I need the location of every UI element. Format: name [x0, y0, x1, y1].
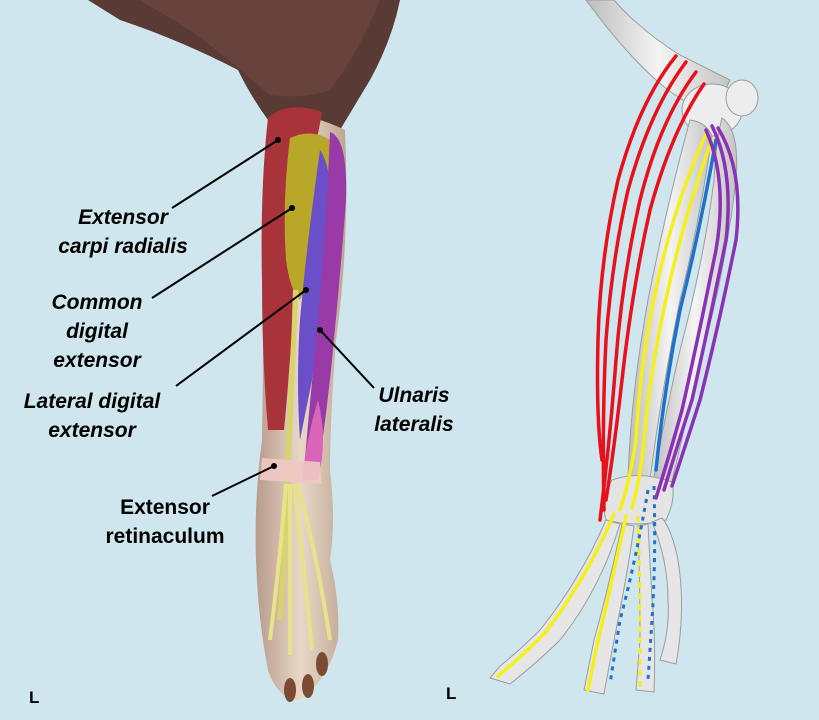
- extensor-retinaculum-band: [260, 458, 322, 484]
- paw-tendons: [268, 483, 332, 655]
- ecr-tracings: [595, 54, 706, 522]
- label-extensor-carpi-radialis: Extensor carpi radialis: [58, 206, 188, 258]
- leader-lateral-digital-extensor: [175, 289, 307, 387]
- lde-dashed-tendons: [608, 485, 657, 685]
- leader-extensor-carpi-radialis: [171, 139, 279, 209]
- leader-common-digital-extensor: [151, 207, 293, 299]
- cde-tracings: [496, 132, 714, 692]
- lateral-digital-extensor-muscle: [298, 150, 331, 440]
- cde-dashed-tendons: [636, 515, 642, 688]
- skeleton-forelimb: [489, 0, 759, 695]
- lde-tracings: [654, 138, 718, 472]
- leader-dots: [271, 137, 323, 469]
- leader-lines: [151, 139, 375, 497]
- right-panel-side-marker: L: [446, 684, 457, 703]
- left-panel-side-marker: L: [29, 688, 40, 707]
- label-common-digital-extensor: Common digital extensor: [51, 291, 143, 372]
- claws: [284, 652, 328, 702]
- ulnaris-lateralis-muscle: [304, 132, 347, 470]
- label-ulnaris-lateralis: Ulnaris lateralis: [374, 384, 454, 436]
- leader-ulnaris-lateralis: [319, 329, 375, 389]
- ul-tracings: [654, 124, 740, 500]
- leader-extensor-retinaculum: [211, 465, 275, 497]
- label-lateral-digital-extensor: Lateral digital extensor: [23, 390, 161, 442]
- dissected-limb: [88, 0, 400, 702]
- label-extensor-retinaculum: Extensor retinaculum: [105, 496, 225, 548]
